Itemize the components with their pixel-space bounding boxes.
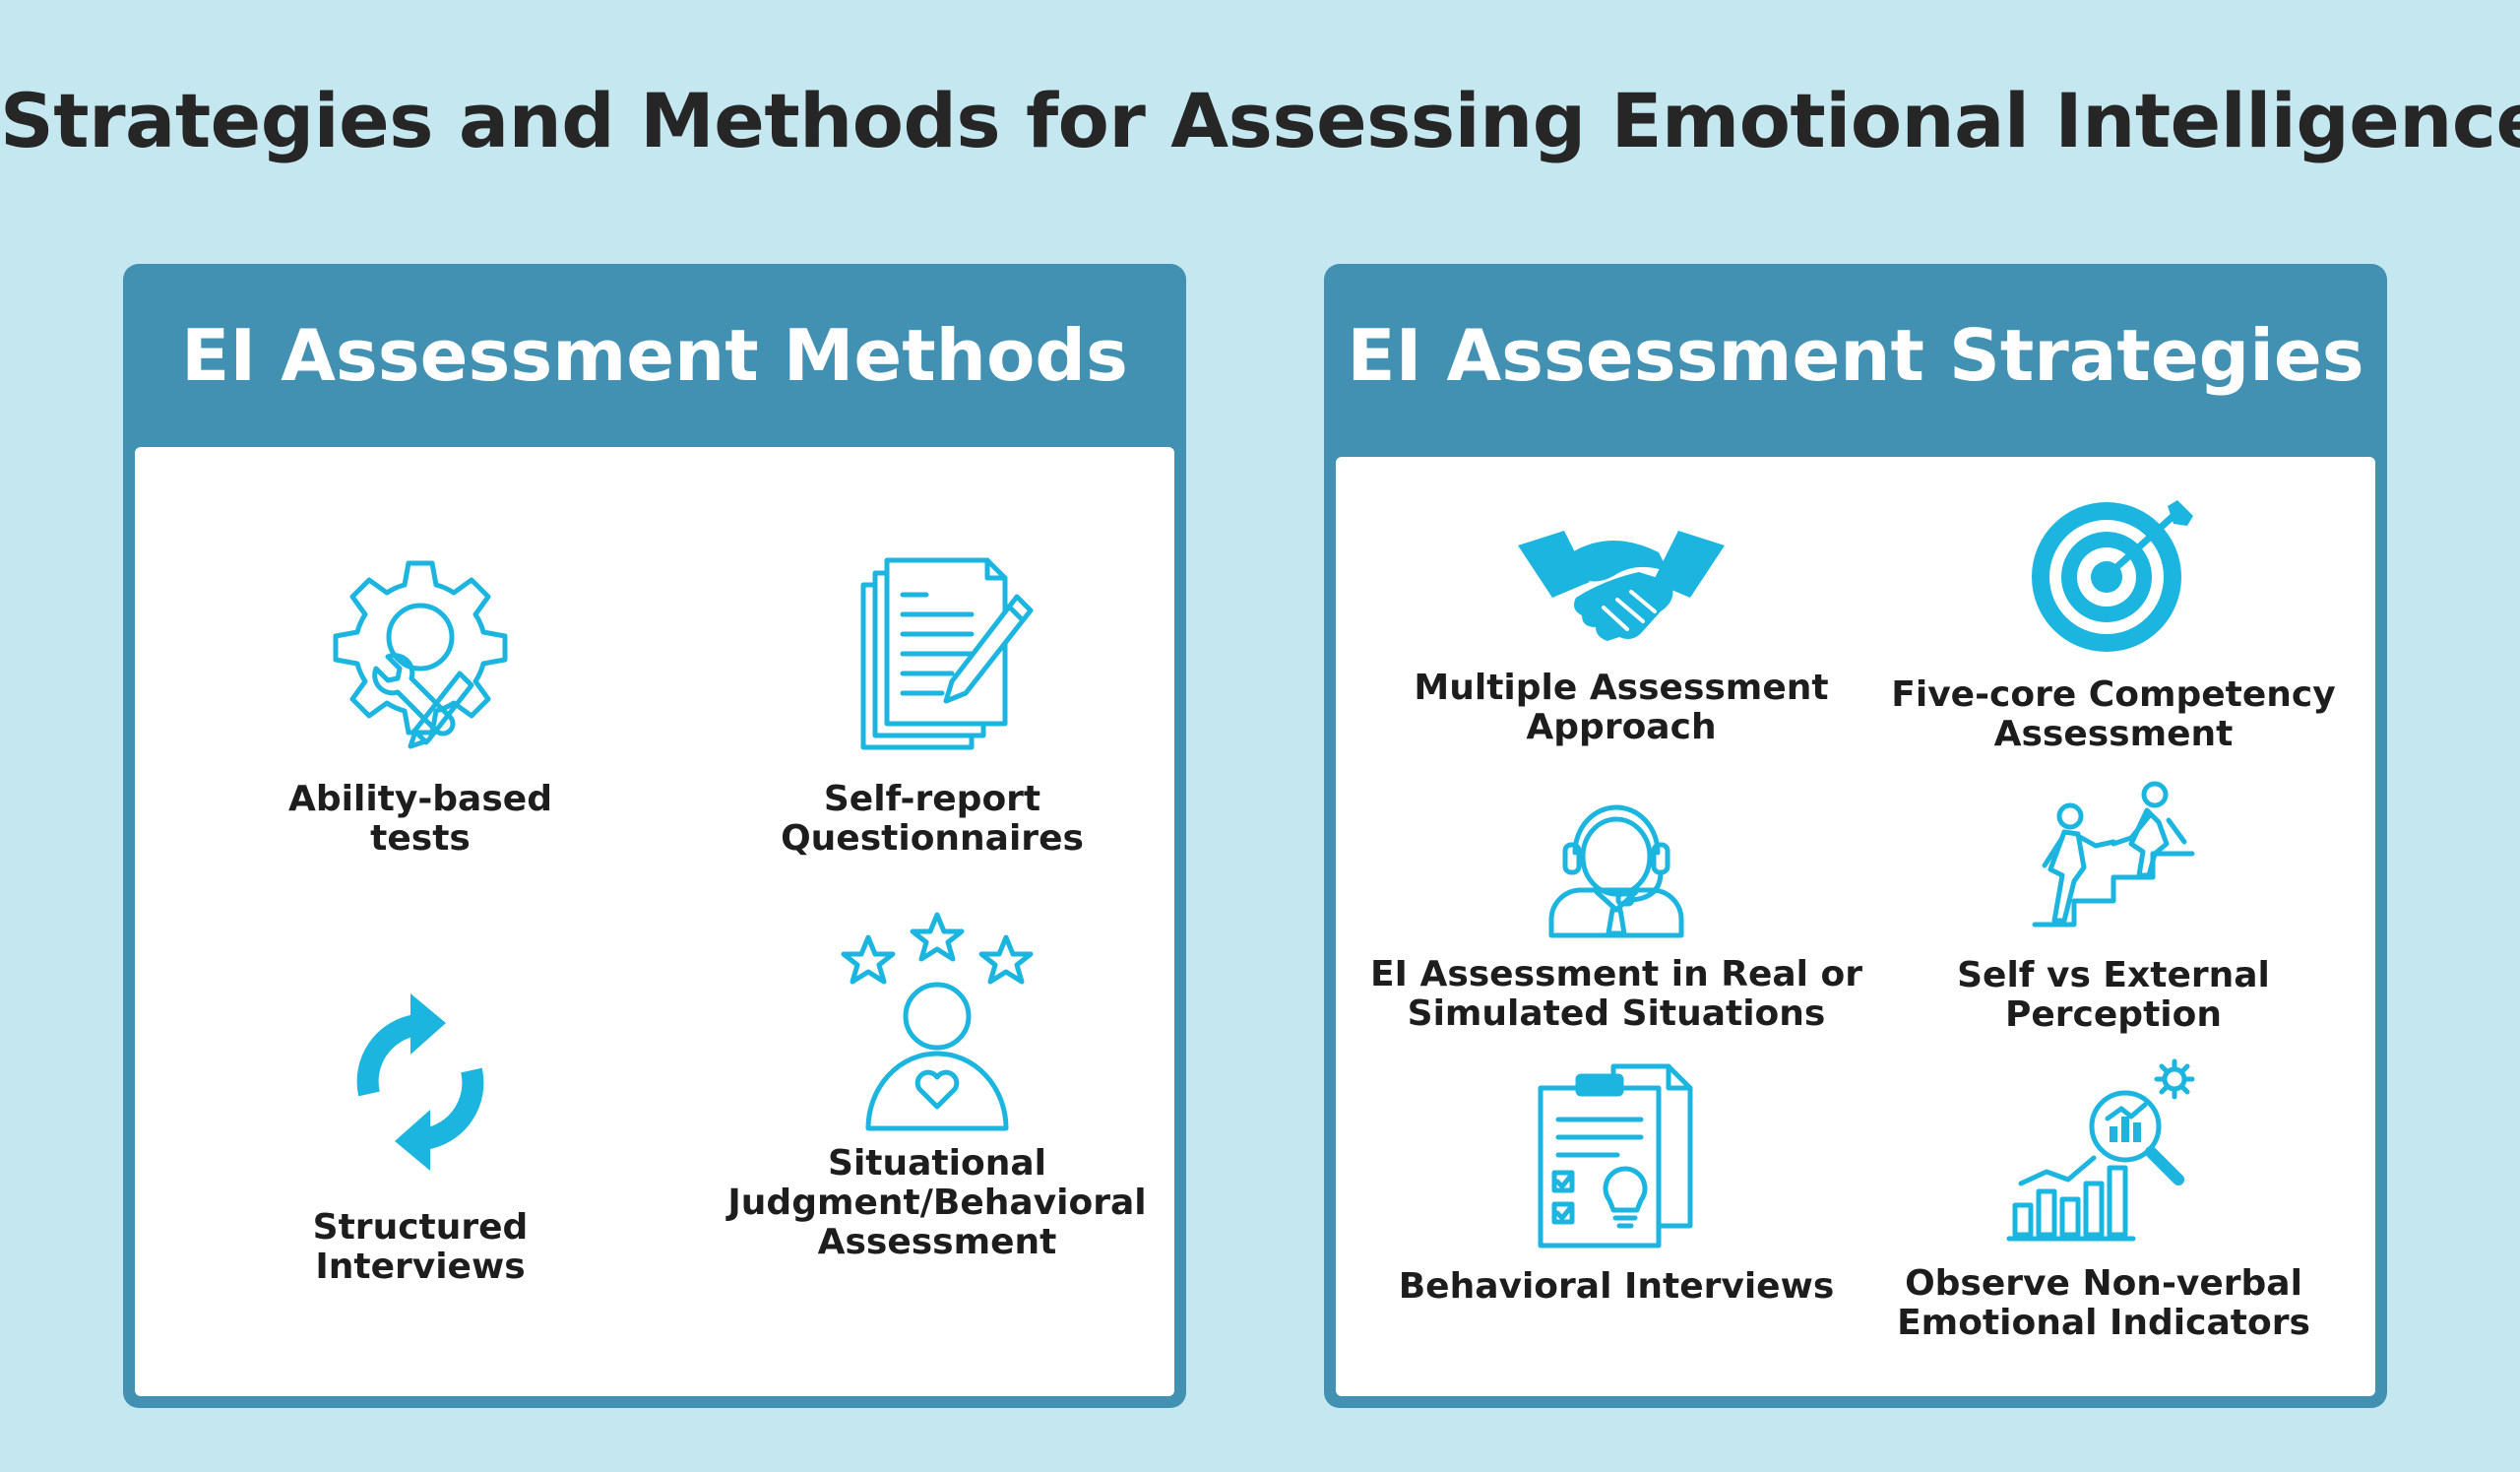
target-arrow-icon xyxy=(2032,500,2193,652)
strategies-heading: EI Assessment Strategies xyxy=(1347,314,2364,397)
method-label-ability-tests: Ability-based tests xyxy=(288,779,552,859)
strategy-item-real-simulated: EI Assessment in Real or Simulated Situa… xyxy=(1360,792,1872,1034)
strategy-label-nonverbal: Observe Non-verbal Emotional Indicators xyxy=(1897,1263,2310,1343)
method-item-ability-tests: Ability-based tests xyxy=(164,545,676,859)
method-item-self-report: Self-report Questionnaires xyxy=(676,545,1188,859)
person-stars-heart-icon xyxy=(841,912,1034,1131)
method-item-situational-judgment: Situational Judgment/Behavioral Assessme… xyxy=(681,910,1193,1262)
strategy-item-behavioral-interviews: Behavioral Interviews xyxy=(1360,1062,1872,1307)
page-title: Strategies and Methods for Assessing Emo… xyxy=(0,77,2520,164)
strategy-label-real-simulated: EI Assessment in Real or Simulated Situa… xyxy=(1369,954,1863,1034)
method-label-self-report: Self-report Questionnaires xyxy=(781,779,1084,859)
methods-panel: EI Assessment Methods Ability-based test… xyxy=(123,264,1186,1408)
strategies-panel: EI Assessment Strategies Multiple Assess… xyxy=(1324,264,2387,1408)
method-label-situational-judgment: Situational Judgment/Behavioral Assessme… xyxy=(727,1143,1147,1262)
methods-heading: EI Assessment Methods xyxy=(181,314,1128,397)
handshake-icon xyxy=(1518,531,1725,641)
methods-body: Ability-based tests Self-report Question… xyxy=(135,447,1174,1396)
strategy-label-five-core: Five-core Competency Assessment xyxy=(1891,674,2336,754)
climbing-help-icon xyxy=(2032,781,2195,928)
strategy-item-self-external: Self vs External Perception xyxy=(1858,777,2369,1035)
headset-agent-icon xyxy=(1548,804,1684,938)
strategies-body: Multiple Assessment Approach Five-core C… xyxy=(1336,457,2375,1396)
gear-wrench-pencil-icon xyxy=(333,560,508,749)
clipboard-lightbulb-icon xyxy=(1538,1063,1693,1248)
strategy-item-nonverbal: Observe Non-verbal Emotional Indicators xyxy=(1848,1057,2360,1343)
method-item-structured-interviews: Structured Interviews xyxy=(164,974,676,1287)
documents-pencil-icon xyxy=(860,557,1034,750)
strategy-label-multiple-approach: Multiple Assessment Approach xyxy=(1414,668,1829,747)
strategy-item-five-core: Five-core Competency Assessment xyxy=(1858,496,2369,754)
analytics-magnifier-icon xyxy=(2006,1058,2195,1242)
circular-arrows-icon xyxy=(356,993,484,1171)
method-label-structured-interviews: Structured Interviews xyxy=(312,1207,529,1287)
strategy-item-multiple-approach: Multiple Assessment Approach xyxy=(1365,521,1877,747)
strategy-label-self-external: Self vs External Perception xyxy=(1957,955,2270,1035)
strategy-label-behavioral-interviews: Behavioral Interviews xyxy=(1398,1266,1835,1307)
